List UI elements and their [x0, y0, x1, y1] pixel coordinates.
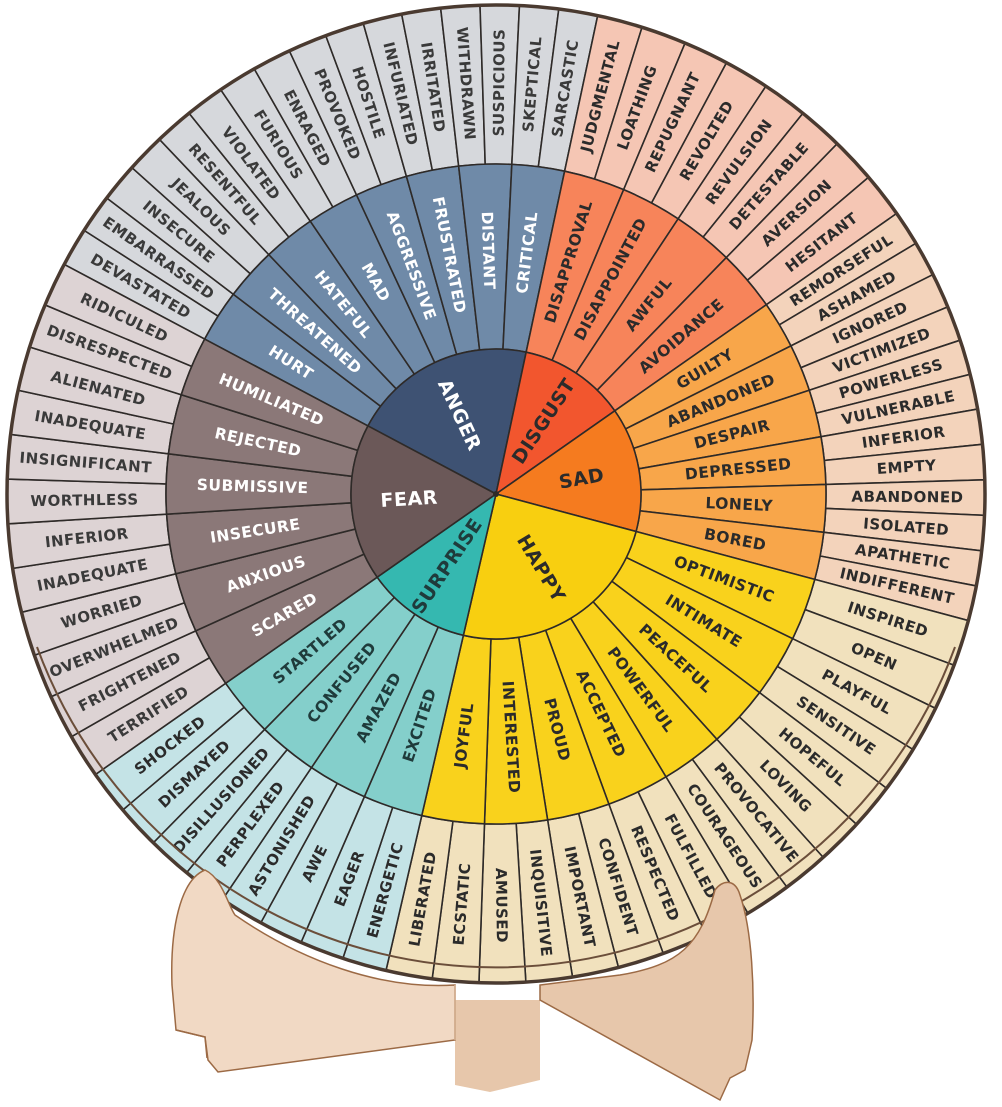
mid-segment-fear-insecure: INSECURE [165, 502, 357, 575]
mid-segment-sad-bored: BORED [635, 509, 825, 581]
mid-segment-happy-interested: INTERESTED [483, 636, 549, 825]
wheel-edge [5, 3, 987, 985]
wooden-stand-back [455, 1000, 540, 1092]
mid-segment-happy-proud: PROUD [517, 629, 610, 821]
center-pin [493, 491, 499, 497]
mid-emotion-label: SUBMISSIVE [196, 476, 308, 497]
core-segment-sad: SAD [494, 409, 642, 533]
outer-segment-happy-inquisitive: INQUISITIVE [515, 819, 574, 983]
core-segment-anger: ANGER [366, 348, 528, 496]
mid-segment-anger-mad: MAD [309, 193, 436, 376]
wheel-rim [5, 3, 987, 985]
middle-ring: HURTTHREATENEDHATEFULMADAGGRESSIVEFRUSTR… [165, 163, 827, 825]
core-emotion-label: FEAR [380, 487, 439, 512]
stand-right-wing [539, 881, 754, 1102]
outer-ring: DEVASTATEDEMBARRASSEDINSECUREJEALOUSRESE… [6, 4, 986, 984]
stand-left-foot [175, 1029, 208, 1059]
mid-segment-surprise-excited: EXCITED [363, 625, 465, 817]
mid-segment-anger-distant: DISTANT [457, 163, 513, 351]
outer-emotion-label: AMUSED [492, 868, 511, 943]
mid-emotion-label: DISTANT [478, 211, 499, 290]
outer-segment-anger-irritated: IRRITATED [400, 7, 460, 172]
wheel-thickness [36, 646, 956, 969]
stand-center-slat [455, 1000, 540, 1092]
outer-emotion-label: ABANDONED [851, 488, 963, 507]
outer-emotion-label: SUSPICIOUS [490, 29, 509, 137]
stand-left-wing [171, 869, 456, 1073]
wooden-stand-front [171, 869, 754, 1102]
outer-segment-happy-important: IMPORTANT [546, 812, 620, 978]
core-segment-happy: HAPPY [462, 493, 638, 640]
outer-emotion-label: WORTHLESS [30, 490, 138, 510]
core-segment-fear: FEAR [350, 424, 498, 579]
outer-segment-fear-inferior: INFERIOR [7, 513, 171, 570]
mid-emotion-label: LONELY [705, 494, 774, 515]
feelings-wheel: DEVASTATEDEMBARRASSEDINSECUREJEALOUSRESE… [5, 3, 987, 985]
outer-emotion-label: EMPTY [876, 456, 937, 478]
mid-segment-anger-hateful: HATEFUL [267, 220, 416, 390]
outer-segment-fear-inadequate: INADEQUATE [9, 389, 175, 455]
outer-segment-surprise-eager: EAGER [299, 795, 394, 960]
outer-segment-anger-withdrawn: WITHDRAWN [439, 4, 487, 168]
